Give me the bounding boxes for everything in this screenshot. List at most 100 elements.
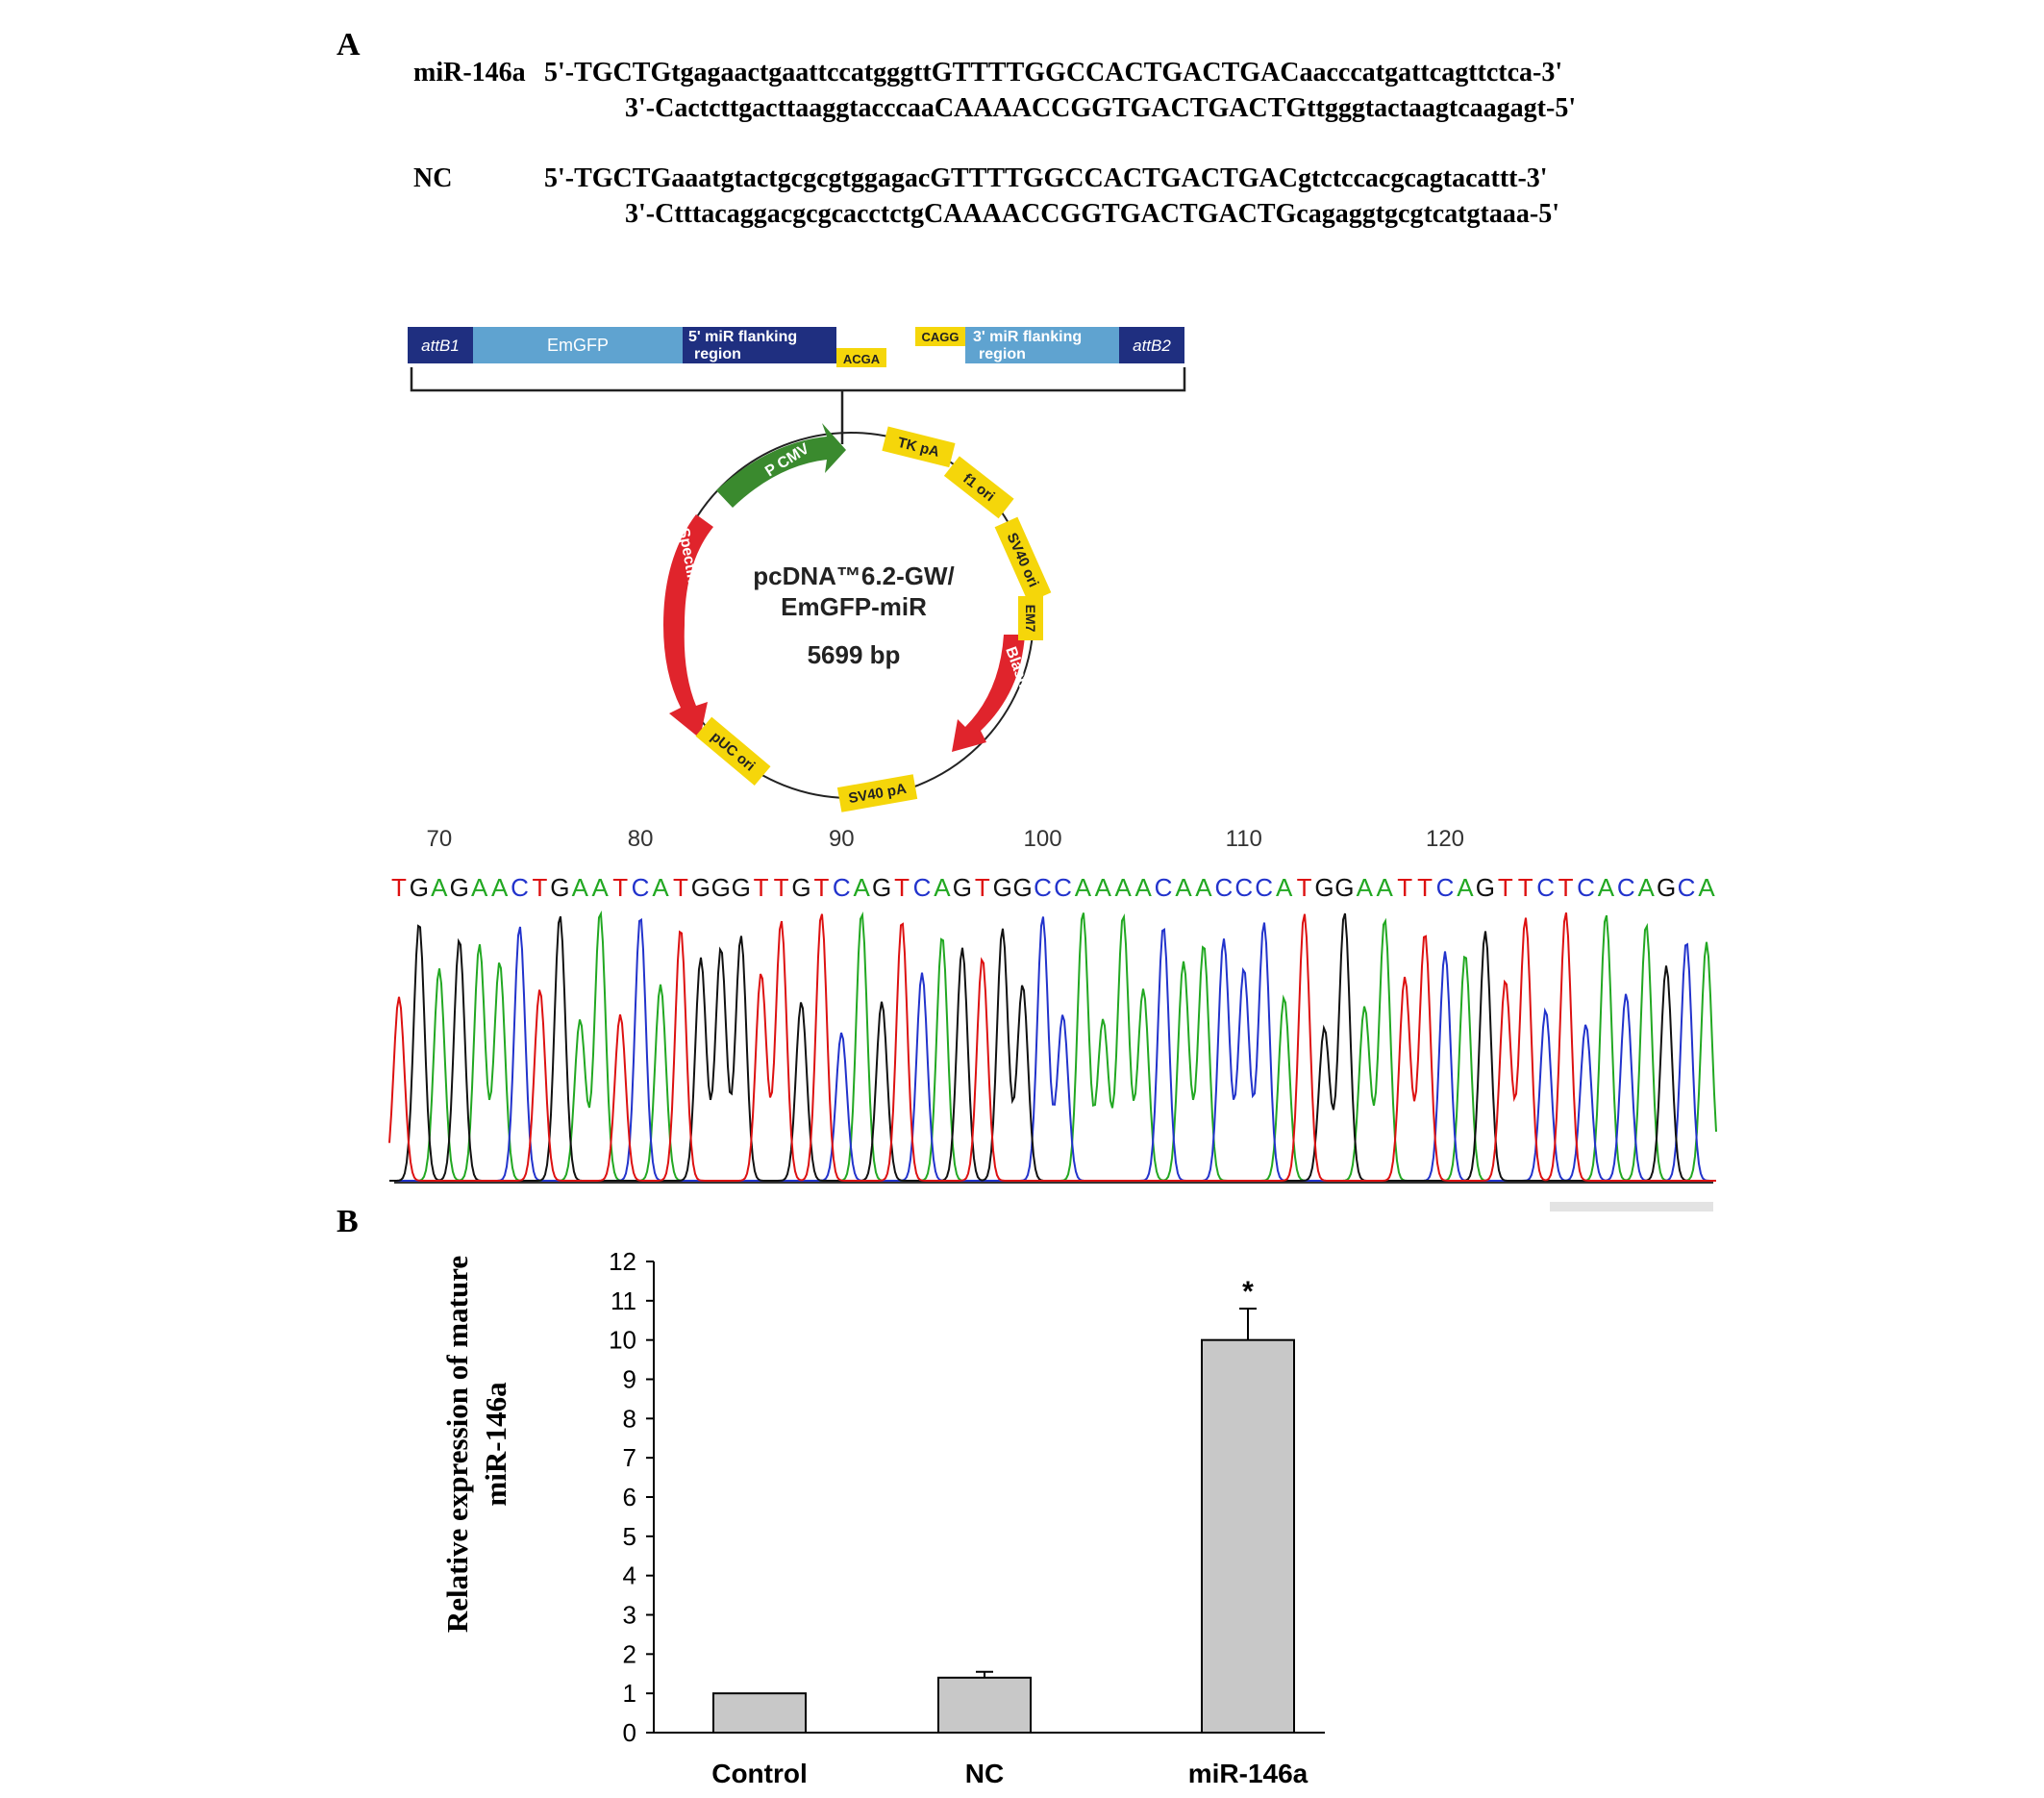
- base-call: A: [572, 873, 589, 902]
- y-tick-label: 3: [623, 1601, 636, 1630]
- base-call: C: [1214, 873, 1233, 902]
- base-call: C: [632, 873, 650, 902]
- base-call: G: [791, 873, 810, 902]
- seq-nc-top: 5'-TGCTGaaatgtactgcgcgtggagacGTTTTGGCCAC…: [544, 163, 1548, 193]
- significance-marker: *: [1242, 1276, 1254, 1308]
- trace-G: [389, 912, 1716, 1182]
- base-call: T: [894, 873, 910, 902]
- base-call: C: [1255, 873, 1273, 902]
- bar-nc: [937, 1676, 1032, 1735]
- em7-label: EM7: [1023, 605, 1038, 633]
- seq-nc-name: NC: [413, 163, 453, 193]
- position-label-90: 90: [829, 827, 855, 852]
- base-call: C: [1577, 873, 1595, 902]
- base-call: G: [1476, 873, 1495, 902]
- plasmid-name-line1: pcDNA™6.2-GW/: [753, 562, 954, 590]
- cagg-block: [915, 327, 965, 346]
- emgfp-label: EmGFP: [547, 336, 609, 355]
- y-tick-label: 12: [609, 1247, 636, 1276]
- y-tick-label: 0: [623, 1718, 636, 1747]
- three-flank-label-1: 3' miR flanking: [973, 329, 1082, 345]
- base-call: G: [872, 873, 891, 902]
- position-label-110: 110: [1226, 827, 1262, 852]
- acga-block: [836, 348, 886, 367]
- emgfp-block: [473, 327, 683, 363]
- y-tick-label: 2: [623, 1639, 636, 1668]
- base-call: A: [1638, 873, 1656, 902]
- base-call: T: [612, 873, 628, 902]
- pcmv-arrow: [716, 423, 846, 508]
- base-call: G: [993, 873, 1012, 902]
- base-call: C: [1436, 873, 1455, 902]
- base-call: T: [673, 873, 688, 902]
- y-tick-label: 6: [623, 1483, 636, 1511]
- base-call: G: [1334, 873, 1354, 902]
- base-call: A: [592, 873, 610, 902]
- trace-C: [389, 916, 1716, 1182]
- em7-element: EM7: [1018, 596, 1043, 640]
- bar-chart-bars: *: [712, 1276, 1295, 1735]
- base-call: A: [1115, 873, 1133, 902]
- base-call: G: [953, 873, 972, 902]
- base-call: A: [652, 873, 669, 902]
- base-call: C: [1234, 873, 1253, 902]
- y-tick-label: 7: [623, 1443, 636, 1472]
- base-call: A: [1377, 873, 1394, 902]
- base-call: G: [711, 873, 731, 902]
- base-call: C: [511, 873, 529, 902]
- base-call: T: [975, 873, 990, 902]
- five-flank-block: [683, 327, 836, 363]
- base-call: G: [550, 873, 569, 902]
- seq-mir146a-name: miR-146a: [413, 58, 526, 87]
- base-call: C: [1536, 873, 1555, 902]
- tkpa-element: TK pA: [882, 426, 956, 468]
- base-call: G: [1012, 873, 1032, 902]
- plasmid-name-line2: EmGFP-miR: [781, 592, 927, 621]
- y-tick-label: 4: [623, 1561, 636, 1590]
- seq-nc-bottom: 3'-CtttacaggacgcgcacctctgCAAAACCGGTGACTG…: [625, 199, 1559, 229]
- base-call: G: [691, 873, 710, 902]
- bar-ylabel-line2: miR-146a: [479, 1382, 512, 1507]
- plasmid-map: P CMV Spectinomycin Blasticidin TK pA f1…: [663, 423, 1052, 812]
- three-flank-label-2: region: [979, 346, 1026, 362]
- base-call: A: [1457, 873, 1474, 902]
- base-call: A: [854, 873, 871, 902]
- base-call: T: [1397, 873, 1412, 902]
- y-tick-label: 11: [611, 1286, 636, 1315]
- position-label-120: 120: [1426, 827, 1464, 852]
- base-call: T: [391, 873, 407, 902]
- x-category-label: Control: [711, 1759, 808, 1788]
- position-label-100: 100: [1024, 827, 1062, 852]
- bar-control: [712, 1692, 807, 1734]
- trace-T: [388, 911, 1716, 1182]
- base-call: G: [410, 873, 429, 902]
- sv40pa-element: SV40 pA: [836, 774, 918, 812]
- spectinomycin-arrow: [663, 514, 713, 738]
- position-label-80: 80: [628, 827, 654, 852]
- y-tick-label: 8: [623, 1404, 636, 1433]
- base-call: C: [913, 873, 932, 902]
- x-category-label: miR-146a: [1188, 1759, 1309, 1788]
- acga-label: ACGA: [843, 352, 881, 366]
- three-flank-block: [965, 327, 1119, 363]
- base-call: A: [1357, 873, 1374, 902]
- base-call: C: [1054, 873, 1072, 902]
- bar-ylabel-line1: Relative expression of mature: [440, 1256, 474, 1633]
- y-tick-label: 5: [623, 1522, 636, 1551]
- sv40ori-element: SV40 ori: [994, 516, 1052, 603]
- cagg-label: CAGG: [922, 330, 960, 344]
- y-tick-label: 10: [609, 1326, 636, 1355]
- base-call: A: [491, 873, 509, 902]
- base-call: T: [1498, 873, 1513, 902]
- base-call: T: [1518, 873, 1533, 902]
- puc-element: pUC ori: [695, 716, 771, 786]
- seq-mir146a-top: 5'-TGCTGtgagaactgaattccatgggttGTTTTGGCCA…: [544, 58, 1563, 87]
- vector-map: attB1 EmGFP 5' miR flanking region ACGA …: [408, 327, 1186, 812]
- base-call: T: [1558, 873, 1574, 902]
- chromatogram-traces: [388, 910, 1717, 1182]
- base-call: A: [1276, 873, 1293, 902]
- attb1-block: [408, 327, 473, 363]
